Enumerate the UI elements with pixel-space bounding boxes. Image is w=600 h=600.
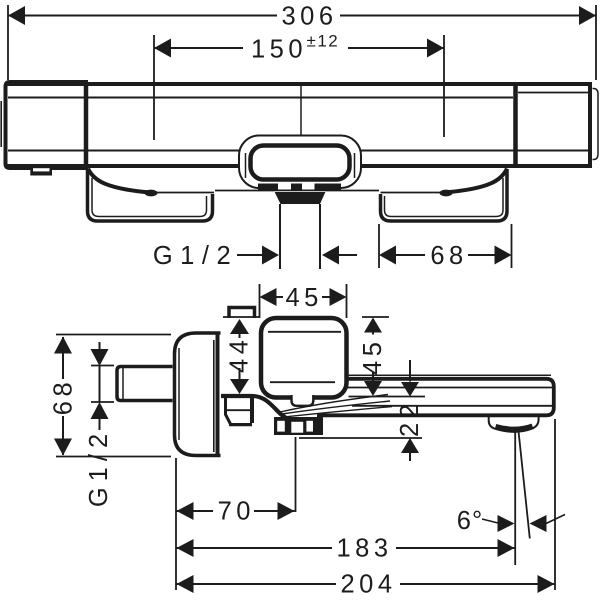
- svg-text:204: 204: [340, 571, 396, 599]
- svg-text:68: 68: [430, 242, 467, 270]
- svg-text:G1/2: G1/2: [153, 242, 238, 270]
- svg-text:22: 22: [396, 400, 424, 437]
- svg-text:45: 45: [286, 284, 323, 312]
- svg-text:68: 68: [50, 378, 78, 415]
- svg-text:306: 306: [281, 3, 337, 31]
- svg-text:45: 45: [359, 338, 387, 375]
- svg-text:183: 183: [336, 535, 392, 563]
- svg-text:G1/2: G1/2: [85, 428, 113, 507]
- svg-text:±12: ±12: [307, 32, 340, 51]
- svg-text:6°: 6°: [457, 507, 483, 535]
- svg-text:70: 70: [218, 498, 255, 526]
- svg-text:150: 150: [251, 36, 307, 64]
- svg-text:44: 44: [226, 336, 254, 373]
